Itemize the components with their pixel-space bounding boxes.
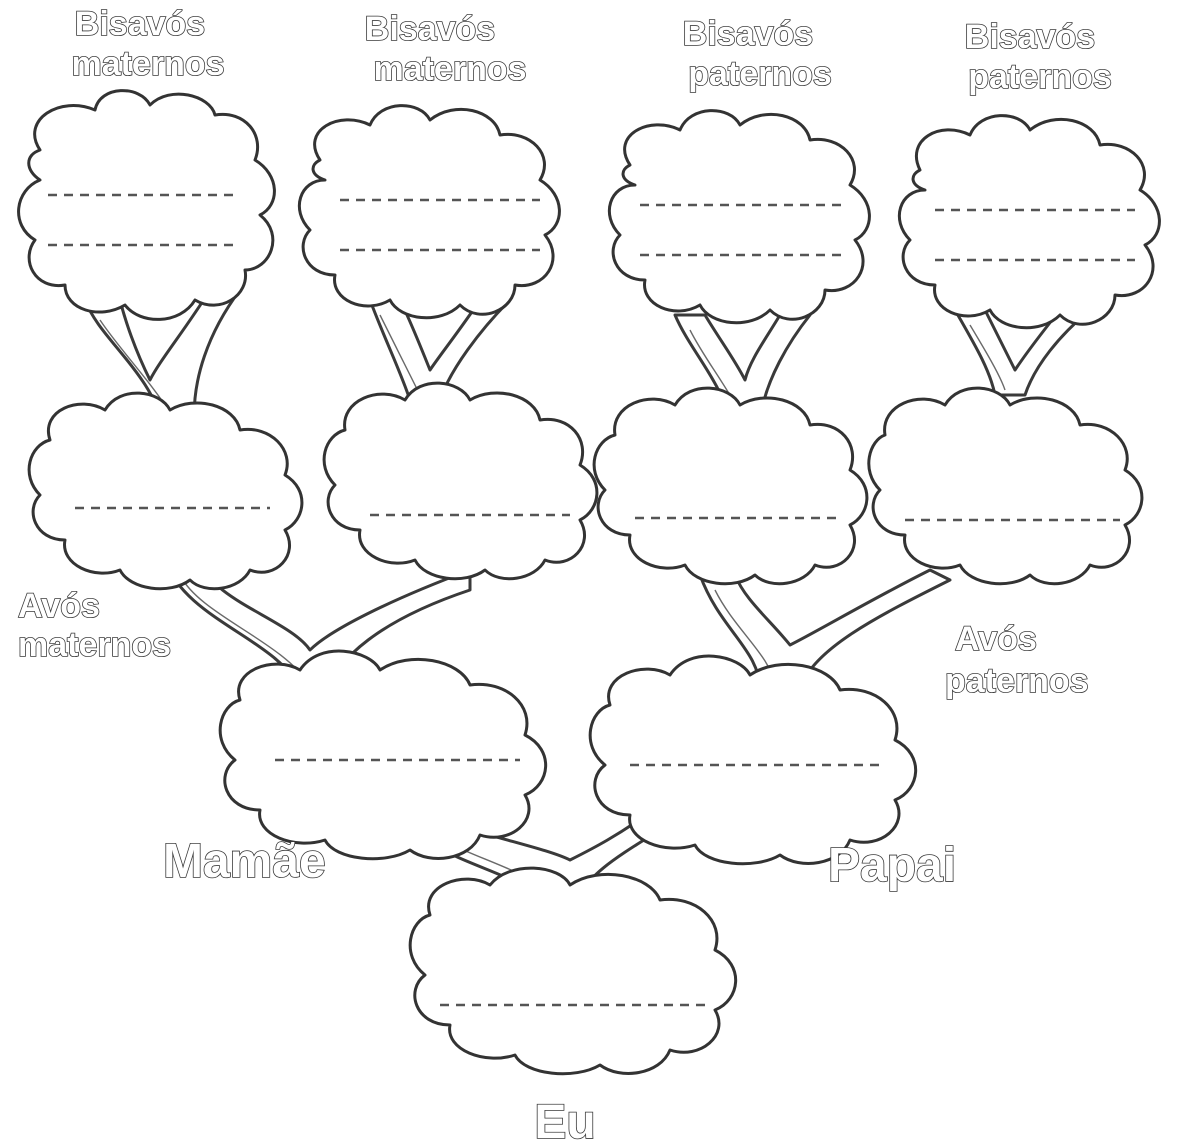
label-bisavos-maternos-2-line2: maternos <box>373 50 526 88</box>
crown-avo-materno-1 <box>29 393 302 589</box>
label-bisavos-paternos-2-line1: Bisavós <box>965 18 1095 56</box>
label-avos-maternos-line2: maternos <box>18 626 171 664</box>
label-avos-paternos-line2: paternos <box>945 662 1089 700</box>
label-mamae: Mamãe <box>163 835 326 888</box>
label-bisavos-maternos-2-line1: Bisavós <box>365 10 495 48</box>
crown-avo-paterno-2 <box>869 388 1142 584</box>
label-avos-maternos-line1: Avós <box>18 587 100 625</box>
label-bisavos-paternos-1-line1: Bisavós <box>683 15 813 53</box>
branches <box>85 290 1090 900</box>
label-bisavos-maternos-1-line1: Bisavós <box>75 5 205 43</box>
crown-bisavo-materno-2 <box>299 106 559 318</box>
crown-bisavo-paterno-2 <box>899 116 1159 328</box>
label-bisavos-paternos-2-line2: paternos <box>968 58 1112 96</box>
crown-bisavo-materno-1 <box>19 91 275 320</box>
crown-eu <box>410 868 735 1074</box>
label-papai: Papai <box>828 839 956 892</box>
label-avos-paternos-line1: Avós <box>955 620 1037 658</box>
label-eu: Eu <box>534 1096 595 1146</box>
crown-avo-materno-2 <box>324 383 597 579</box>
crown-avo-paterno-1 <box>594 388 867 584</box>
crown-papai <box>590 656 915 864</box>
label-bisavos-paternos-1-line2: paternos <box>688 55 832 93</box>
label-bisavos-maternos-1-line2: maternos <box>71 45 224 83</box>
crown-bisavo-paterno-1 <box>609 111 869 323</box>
crown-mamae <box>220 651 545 859</box>
